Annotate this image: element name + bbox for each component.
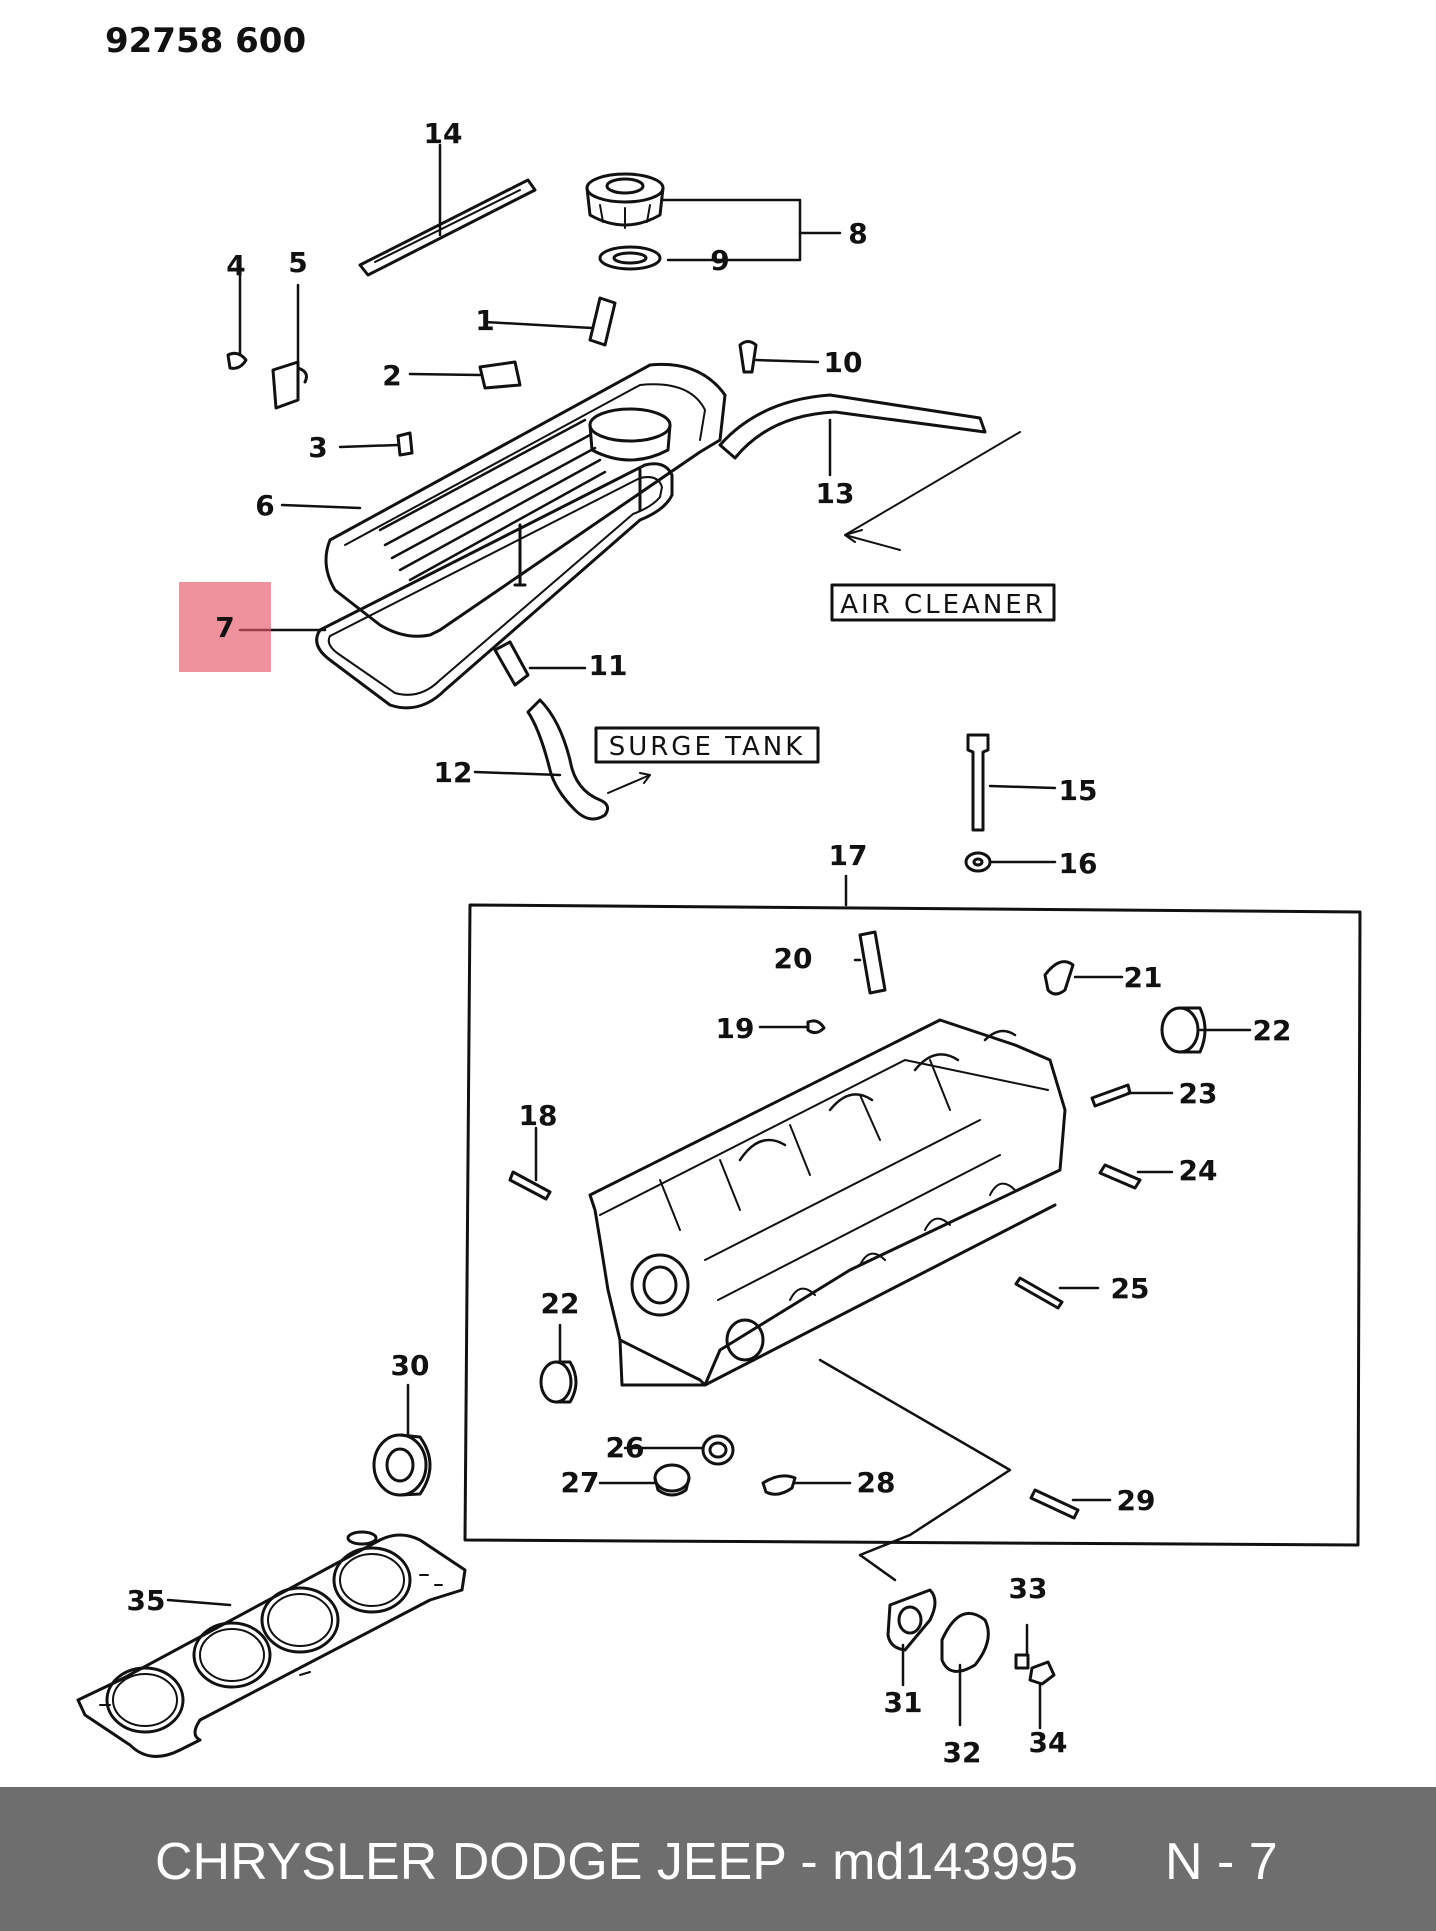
callout-29: 29 [1117, 1484, 1156, 1517]
callout-26: 26 [606, 1431, 645, 1464]
callout-6: 6 [255, 489, 274, 522]
part-9-gasket-ring [598, 245, 662, 271]
callout-32: 32 [943, 1736, 982, 1769]
part-27-seal [653, 1463, 691, 1497]
part-21-plug [1043, 960, 1075, 996]
callout-3: 3 [308, 431, 327, 464]
callout-1: 1 [475, 304, 494, 337]
part-32-cover [940, 1611, 990, 1673]
callout-7-highlight[interactable] [179, 582, 271, 672]
part-23-stud [1090, 1083, 1132, 1108]
part-12-hose [526, 698, 610, 821]
part-5-bracket [271, 360, 308, 410]
callout-30: 30 [391, 1349, 430, 1382]
callout-10: 10 [824, 346, 863, 379]
part-22b-cap [539, 1360, 578, 1404]
callout-9: 9 [710, 244, 729, 277]
callout-13: 13 [816, 477, 855, 510]
part-13-breather-hose [718, 393, 987, 460]
part-7-gasket [315, 462, 674, 710]
part-19-bolt [806, 1019, 826, 1035]
part-10-bolt [738, 340, 758, 374]
part-24-stud [1098, 1163, 1142, 1190]
part-20-pin [858, 930, 887, 995]
callout-12: 12 [434, 756, 473, 789]
callout-22: 22 [1253, 1014, 1292, 1047]
callout-4: 4 [226, 249, 245, 282]
callout-25: 25 [1111, 1272, 1150, 1305]
part-26-seal [701, 1434, 735, 1466]
air-cleaner-box [830, 583, 1056, 622]
callout-34: 34 [1029, 1726, 1068, 1759]
callout-23: 23 [1179, 1077, 1218, 1110]
part-34-nut [1028, 1660, 1056, 1686]
part-18-stud [508, 1170, 552, 1201]
part-14-nameplate [358, 178, 537, 277]
part-2-clip [478, 360, 522, 390]
callout-31: 31 [884, 1686, 923, 1719]
callout-18: 18 [519, 1099, 558, 1132]
surge-tank-box [594, 726, 820, 764]
callout-21: 21 [1124, 961, 1163, 994]
doc-number: 92758 600 [105, 21, 306, 61]
callout-35: 35 [127, 1584, 166, 1617]
callout-24: 24 [1179, 1154, 1218, 1187]
surge-tank-label: SURGE TANK [609, 732, 806, 762]
callout-8: 8 [848, 217, 867, 250]
part-4-bolt [226, 351, 248, 370]
cylinder-head [588, 1018, 1067, 1387]
callout-33: 33 [1009, 1572, 1048, 1605]
part-33-bolt [1014, 1653, 1030, 1670]
callout-22b: 22 [541, 1287, 580, 1320]
part-6-rocker-cover [324, 362, 727, 638]
callout-2: 2 [382, 359, 401, 392]
footer-bar [0, 1787, 1436, 1931]
part-25-stud [1014, 1276, 1064, 1310]
part-28-plug [761, 1474, 797, 1496]
callout-14: 14 [424, 117, 463, 150]
part-35-head-gasket [76, 1530, 467, 1758]
callout-27: 27 [561, 1466, 600, 1499]
callout-5: 5 [288, 246, 307, 279]
callout-16: 16 [1059, 847, 1098, 880]
part-3-clip [396, 431, 414, 457]
flow-arrows [607, 431, 1021, 794]
callout-11: 11 [589, 649, 628, 682]
footer-page-number: N - 7 [1165, 1833, 1278, 1891]
part-30-oil-seal [372, 1433, 432, 1497]
callout-15: 15 [1059, 774, 1098, 807]
part-8-oil-cap [585, 172, 665, 229]
callout-17: 17 [829, 839, 868, 872]
callout-19: 19 [716, 1012, 755, 1045]
part-16-washer [964, 851, 992, 873]
part-11-pcv-valve [493, 640, 530, 687]
callout-28: 28 [857, 1466, 896, 1499]
part-17-box [463, 903, 1362, 1547]
air-cleaner-label: AIR CLEANER [840, 590, 1046, 620]
leader-lines [166, 143, 1252, 1730]
part-31-gasket [886, 1588, 937, 1652]
part-29-stud [1029, 1488, 1080, 1520]
footer-part-text: CHRYSLER DODGE JEEP - md143995 [155, 1833, 1078, 1891]
part-15-bolt [966, 733, 990, 832]
callout-20: 20 [774, 942, 813, 975]
part-22-cap [1160, 1006, 1207, 1054]
part-1-bracket [588, 296, 617, 347]
